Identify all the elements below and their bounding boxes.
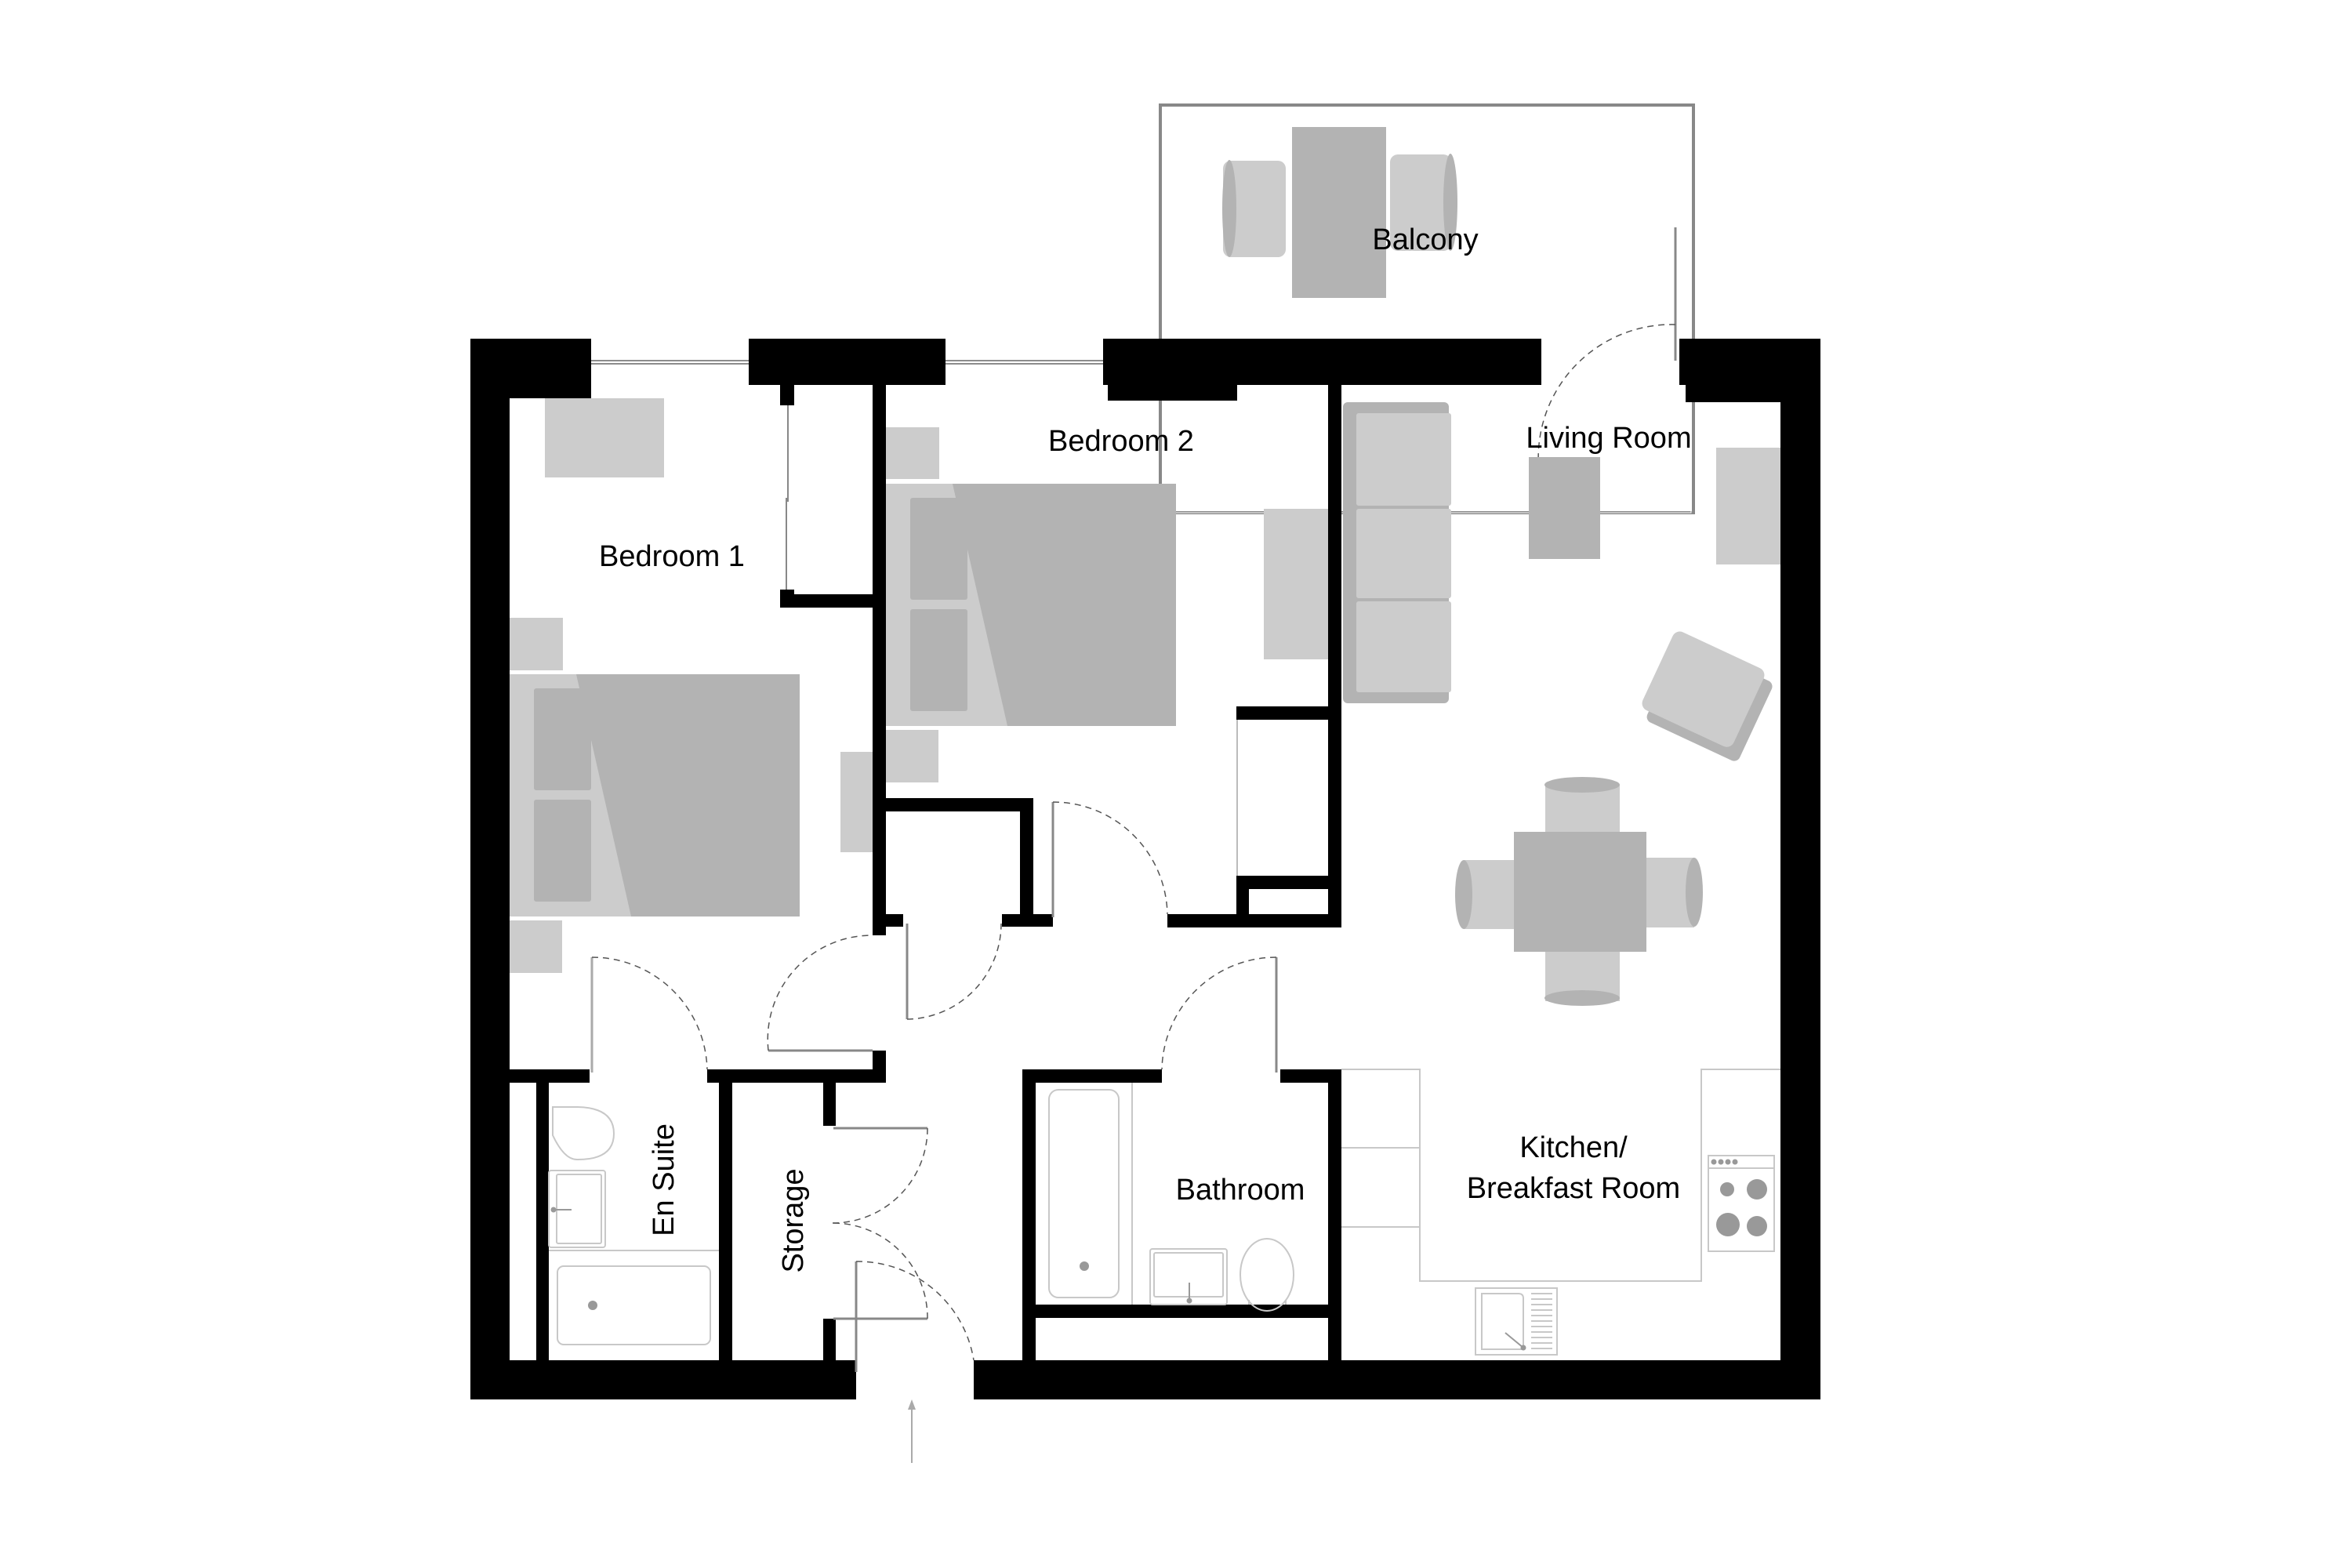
kitchen-label-line-2: Breakfast Room xyxy=(1466,1172,1681,1205)
en-suite-door[interactable] xyxy=(590,956,708,1073)
entry-arrow-icon xyxy=(908,1399,916,1463)
room-label-bathroom: Bathroom xyxy=(1175,1174,1305,1207)
bedroom-1-desk xyxy=(545,398,664,477)
tv-unit xyxy=(1716,448,1780,564)
bathtub xyxy=(1048,1089,1120,1298)
walls xyxy=(470,339,1820,1399)
bathroom-toilet xyxy=(1240,1238,1294,1312)
balcony-table xyxy=(1292,127,1386,298)
kitchen-label-line-1: Kitchen/ xyxy=(1519,1131,1628,1164)
balcony xyxy=(1159,103,1695,514)
windows xyxy=(591,360,1103,365)
bedroom-1-furniture xyxy=(510,398,873,973)
kitchen-sink xyxy=(1475,1287,1558,1356)
doors xyxy=(590,405,1278,1463)
living-room-furniture xyxy=(1343,402,1780,1006)
sofa xyxy=(1343,402,1451,703)
room-label-bedroom-2: Bedroom 2 xyxy=(1048,425,1194,458)
bedroom-1-closet-door[interactable] xyxy=(786,405,789,590)
coffee-table xyxy=(1529,457,1600,559)
bathroom-sink xyxy=(1149,1248,1228,1305)
cooker-hob xyxy=(1708,1155,1775,1252)
room-label-living-room: Living Room xyxy=(1526,422,1692,455)
room-label-kitchen: Kitchen/ Breakfast Room xyxy=(1467,1127,1680,1209)
dining-set xyxy=(1455,777,1703,1006)
bedroom-2-nightstand-top xyxy=(886,427,939,479)
room-label-bedroom-1: Bedroom 1 xyxy=(599,540,745,573)
balcony-door-swing xyxy=(1537,324,1676,487)
storage-doors[interactable] xyxy=(830,1127,928,1320)
en-suite-bath xyxy=(557,1265,711,1345)
hall-cupboard-door[interactable] xyxy=(767,935,873,1052)
balcony-chair-right xyxy=(1390,154,1451,251)
room-label-storage: Storage xyxy=(777,1168,810,1273)
bedroom-2-door[interactable] xyxy=(1051,801,1168,917)
bedroom-1-nightstand-bottom xyxy=(510,920,562,973)
bedroom-2-furniture xyxy=(886,427,1328,876)
bedroom-1-bed xyxy=(510,674,800,916)
en-suite-fixtures xyxy=(548,1106,719,1345)
entrance-door[interactable] xyxy=(855,1261,975,1372)
en-suite-toilet xyxy=(552,1106,615,1161)
bedroom-1-nightstand-top xyxy=(510,618,563,670)
bedroom-1-door[interactable] xyxy=(906,923,1002,1020)
balcony-table-set xyxy=(1222,127,1457,298)
bedroom-2-nightstand-bottom xyxy=(886,730,938,782)
bathroom-door[interactable] xyxy=(1161,956,1278,1073)
room-label-en-suite: En Suite xyxy=(648,1123,681,1236)
room-label-balcony: Balcony xyxy=(1372,223,1479,256)
dining-table xyxy=(1514,832,1646,952)
armchair xyxy=(1642,631,1773,761)
balcony-chair-left xyxy=(1223,161,1286,257)
en-suite-sink xyxy=(548,1170,606,1248)
bedroom-2-dresser xyxy=(1264,509,1328,659)
kitchen-units xyxy=(1341,1069,1780,1356)
bedroom-2-bed xyxy=(886,484,1176,726)
bathroom-fixtures xyxy=(1048,1083,1294,1312)
bedroom-1-side-table xyxy=(840,752,873,852)
